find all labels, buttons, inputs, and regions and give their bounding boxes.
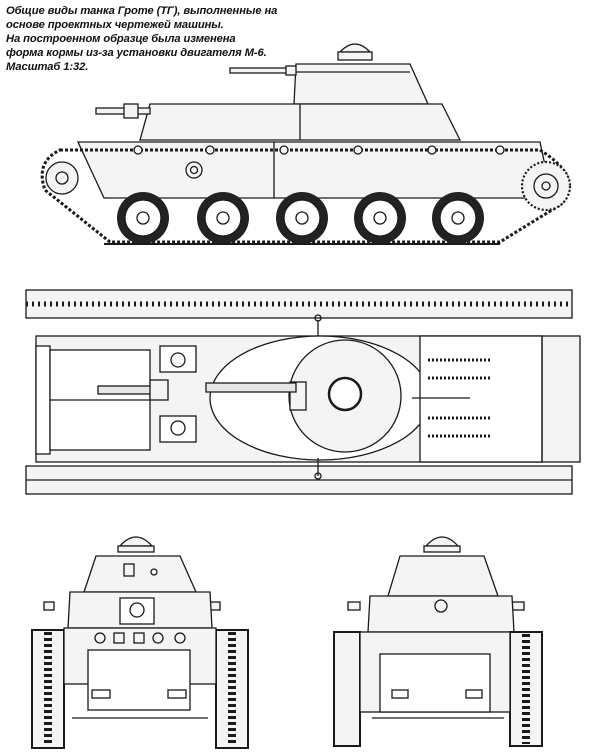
side-track	[40, 148, 571, 244]
side-return-rollers	[133, 145, 505, 155]
caption-line: Общие виды танка Гроте (ТГ), выполненные…	[6, 5, 278, 17]
side-hull-gun	[95, 103, 151, 119]
front-turret	[83, 555, 198, 593]
caption-line: основе проектных чертежей машины.	[6, 19, 224, 31]
top-hull-gun	[97, 379, 169, 401]
side-idler-wheel	[45, 161, 79, 195]
caption-line: Масштаб 1:32.	[6, 61, 89, 73]
front-vision-ports	[94, 632, 186, 644]
top-driver-hatches	[159, 345, 197, 443]
front-tracks	[31, 629, 249, 749]
caption-line: форма кормы из-за установки двигателя М-…	[6, 47, 267, 59]
top-turret	[209, 335, 431, 461]
top-view	[25, 289, 581, 495]
top-turret-gun	[205, 382, 297, 393]
caption-line: На построенном образце была изменена	[6, 33, 236, 45]
top-engine-deck	[412, 335, 543, 463]
rear-turret	[387, 555, 499, 597]
rear-view	[333, 536, 543, 747]
side-drive-sprocket	[520, 160, 572, 212]
side-turret-gun	[229, 65, 297, 76]
side-road-wheels	[117, 192, 484, 244]
drawing-caption: Общие виды танка Гроте (ТГ), выполненные…	[6, 4, 306, 74]
front-view	[31, 536, 249, 749]
top-track-upper	[25, 289, 573, 319]
side-view	[40, 43, 572, 245]
